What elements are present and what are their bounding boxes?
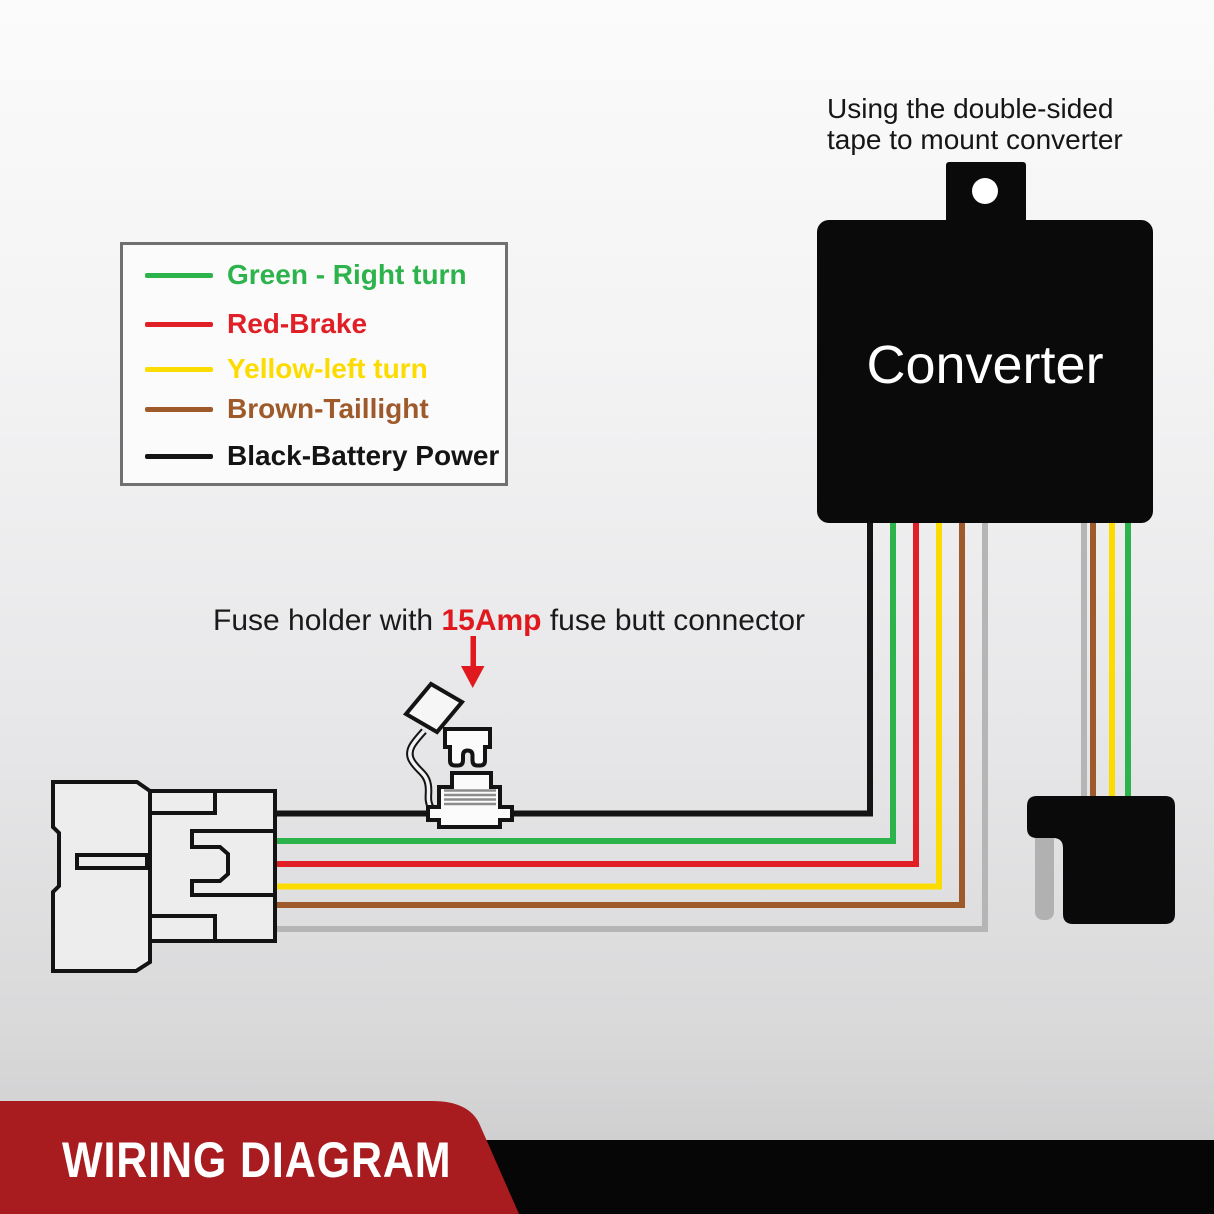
legend-label-red: Red-Brake — [227, 308, 368, 339]
converter-label: Converter — [866, 335, 1104, 395]
legend-row-brown: Brown-Taillight — [123, 395, 505, 423]
fuse-note-amp-rating: 15Amp — [441, 604, 542, 637]
wire-green-right-turn — [275, 523, 896, 844]
mount-instruction: Using the double-sided tape to mount con… — [827, 93, 1123, 155]
legend-row-green: Green - Right turn — [123, 261, 505, 289]
arrow-down-icon — [461, 636, 485, 688]
wire-brown-taillight — [275, 523, 965, 908]
trailer-connector-housing — [51, 780, 152, 973]
connector-notch-top — [150, 791, 217, 815]
wire-gray-ground — [275, 523, 988, 932]
yellow-wire-swatch — [145, 367, 213, 372]
connector-latch-slot — [75, 853, 149, 870]
blade-fuse — [443, 727, 492, 768]
mount-instruction-line1: Using the double-sided — [827, 93, 1114, 124]
connector-notch-bottom — [150, 914, 217, 941]
converter-box — [817, 220, 1153, 523]
fuse-cover — [402, 681, 466, 735]
legend-label-black: Black-Battery Power — [227, 440, 500, 471]
legend-row-red: Red-Brake — [123, 310, 505, 338]
red-wire-swatch — [145, 322, 213, 327]
wire-yellow-left-turn — [275, 523, 942, 890]
title-banner — [0, 1101, 519, 1214]
legend-row-yellow: Yellow-left turn — [123, 355, 505, 383]
page-title: WIRING DIAGRAM — [62, 1132, 452, 1188]
wire-black-battery-power — [275, 523, 873, 817]
connector-cavity — [190, 829, 275, 897]
wire-red-brake — [275, 523, 919, 867]
black-wire-swatch — [145, 454, 213, 459]
legend-label-brown: Brown-Taillight — [227, 393, 429, 424]
fuse-holder-ribs — [444, 789, 496, 806]
mounting-hole — [972, 178, 998, 204]
fuse-cover-wire-core — [408, 729, 433, 809]
green-wire-swatch — [145, 273, 213, 278]
fuse-note-suffix: fuse butt connector — [541, 604, 805, 637]
fuse-note-prefix: Fuse holder with — [213, 604, 442, 637]
output-connector — [1027, 796, 1175, 924]
legend-label-yellow: Yellow-left turn — [227, 353, 428, 384]
fuse-holder-note: Fuse holder with 15Amp fuse butt connect… — [213, 604, 805, 638]
legend-row-black: Black-Battery Power — [123, 442, 505, 470]
wire-color-legend: Green - Right turn Red-Brake Yellow-left… — [120, 242, 508, 486]
mount-instruction-line2: tape to mount converter — [827, 124, 1123, 155]
output-connector-pin — [1035, 830, 1054, 920]
brown-wire-swatch — [145, 407, 213, 412]
legend-label-green: Green - Right turn — [227, 259, 467, 290]
